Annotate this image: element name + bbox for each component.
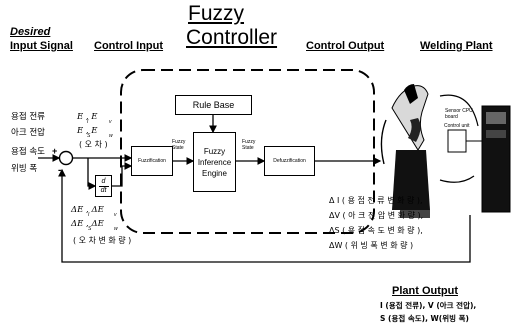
feedback-path (58, 168, 471, 263)
fuzzy-state-right: Fuzzy State (242, 139, 256, 151)
inference-engine-block: Fuzzy Inference Engine (193, 132, 236, 192)
header-control-input: Control Input (94, 40, 164, 52)
input-weaving-width: 위빙 폭 (11, 164, 38, 174)
rule-base-block: Rule Base (175, 95, 252, 115)
header-input-signal: Input Signal (10, 40, 73, 52)
summing-junction (58, 150, 74, 166)
inference-line2: Inference (197, 157, 232, 167)
error-sub-1: I (87, 119, 89, 125)
error-label: ( 오 차 ) (79, 140, 108, 149)
error-rate-sub-3: S (88, 226, 92, 232)
plant-output-line1: I (용접 전류), V (아크 전압), (380, 301, 477, 310)
input-welding-current: 용접 전류 (11, 112, 45, 122)
output-current-change: Δ I ( 용 접 전 류 변 화 량 ), (329, 196, 423, 205)
error-rate-sub-4: w (114, 226, 118, 232)
inference-line1: Fuzzy (203, 146, 226, 156)
sensor-label: Sensor CPU board (445, 108, 473, 120)
error-sub-4: w (109, 133, 113, 139)
welding-robot-picture (380, 76, 479, 226)
error-terms-line1: E , E (77, 112, 98, 122)
error-rate-label: ( 오 차 변 화 량 ) (73, 236, 132, 245)
error-rate-sub-1: I (88, 212, 90, 218)
header-control-output: Control Output (306, 40, 385, 52)
plant-output-line2: S (용접 속도), W(위빙 폭) (380, 314, 469, 323)
inference-line3: Engine (202, 168, 227, 178)
output-voltage-change: ΔV ( 아 크 전 압 변 화 량 ), (329, 211, 424, 220)
defuzzification-block: Defuzzification (264, 146, 315, 176)
input-welding-speed: 용접 속도 (11, 147, 45, 157)
error-terms-line2: E , E (77, 126, 98, 136)
output-weaving-change: ΔW ( 위 빙 폭 변 화 량 ) (329, 241, 414, 250)
control-unit-box (447, 129, 482, 153)
control-cabinet (481, 105, 511, 213)
error-rate-line1: ΔE , ΔE (71, 205, 104, 215)
derivative-numerator: d (101, 177, 106, 185)
derivative-denominator: dt (98, 185, 109, 195)
fuzzification-block: Fuzzification (131, 146, 173, 176)
error-sub-2: v (109, 119, 112, 125)
derivative-block: d dt (95, 175, 112, 197)
error-rate-sub-2: v (114, 212, 117, 218)
header-desired: Desired (10, 26, 51, 38)
error-rate-line2: ΔE , ΔE (71, 219, 104, 229)
plus-sign: + (52, 146, 58, 156)
title-controller: Controller (186, 26, 278, 49)
input-arc-voltage: 아크 전압 (11, 128, 45, 138)
output-speed-change: ΔS ( 용 접 속 도 변 화 량 ), (329, 226, 423, 235)
error-sub-3: S (87, 133, 91, 139)
title-fuzzy: Fuzzy (188, 2, 245, 25)
header-welding-plant: Welding Plant (420, 40, 493, 52)
minus-sign: - (58, 165, 62, 176)
control-unit-label: Control unit (444, 123, 470, 129)
plant-output-title: Plant Output (392, 285, 458, 297)
fuzzy-state-left: Fuzzy State (172, 139, 186, 151)
